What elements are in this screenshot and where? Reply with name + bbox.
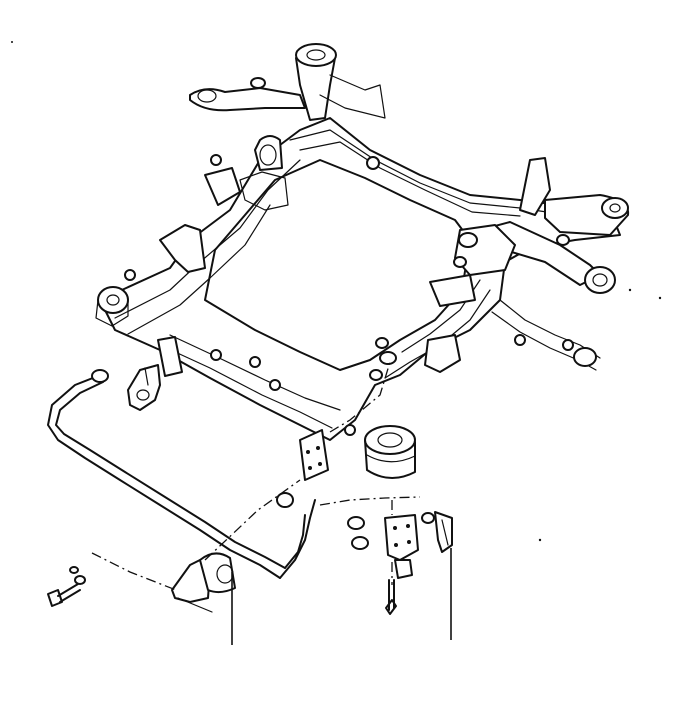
- stabilizer-bar-bracket: [127, 364, 161, 411]
- stabilizer-bar: [47, 369, 316, 579]
- assembly-lines: [91, 361, 421, 591]
- speck: [538, 538, 542, 542]
- stabilizer-bar-bushing: [171, 552, 236, 613]
- stabilizer-bar-bracket: [299, 429, 329, 481]
- stabilizer-link: [421, 511, 453, 553]
- link-nut: [276, 337, 397, 550]
- speck: [658, 296, 662, 300]
- leader-lines: [231, 548, 452, 645]
- speck: [11, 41, 13, 43]
- bolt: [47, 566, 397, 615]
- ball-joint: [384, 514, 419, 579]
- front-subframe: [95, 43, 630, 479]
- speck: [628, 288, 632, 292]
